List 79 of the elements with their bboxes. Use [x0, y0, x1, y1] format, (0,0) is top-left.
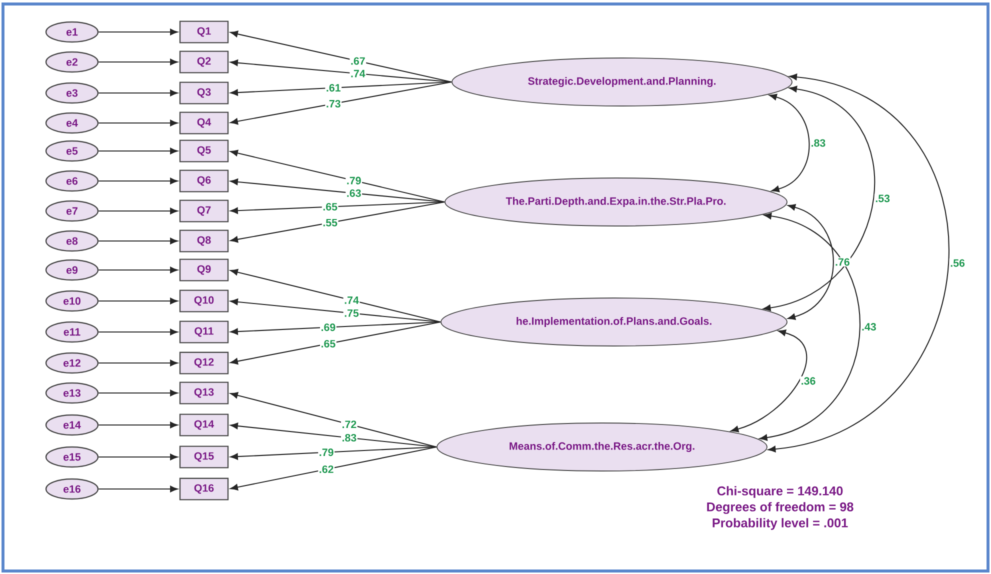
indicator-box: Q12 [179, 352, 229, 374]
arrow [98, 266, 178, 274]
arrow [98, 298, 178, 304]
arrow [230, 60, 452, 83]
arrow [230, 150, 445, 203]
arrow [230, 446, 437, 460]
edge-label: .74 [350, 69, 366, 78]
edge-label: .76 [834, 257, 851, 267]
indicator-box: Q4 [179, 112, 229, 134]
arrow [788, 204, 834, 320]
arrow [230, 201, 445, 243]
arrow [98, 178, 178, 184]
indicator-box: Q16 [179, 478, 229, 500]
edge-label: .62 [318, 464, 335, 474]
arrow [230, 268, 441, 323]
arrow [230, 422, 437, 448]
edge-label: .56 [949, 258, 966, 268]
edge-label: .67 [350, 56, 366, 66]
arrow [230, 321, 441, 365]
edge-label: .75 [343, 308, 360, 318]
fit-statistic: Probability level = .001 [712, 518, 848, 530]
edge-label: .79 [318, 448, 335, 457]
arrow [98, 390, 178, 396]
arrow [98, 454, 178, 460]
edge-label: .36 [800, 376, 816, 386]
arrow [98, 422, 178, 428]
arrow [230, 392, 437, 448]
indicator-box: Q1 [179, 20, 229, 44]
indicator-box: Q9 [179, 258, 229, 282]
arrow [98, 360, 178, 366]
arrow [98, 328, 178, 336]
arrow [230, 321, 441, 335]
arrow [230, 298, 441, 323]
indicator-box: Q13 [179, 382, 229, 404]
arrow [98, 486, 178, 492]
edge-label: .74 [343, 296, 360, 305]
arrow [760, 212, 860, 441]
arrow [230, 446, 437, 490]
indicator-box: Q7 [179, 200, 229, 222]
fit-statistic: Chi-square = 149.140 [717, 486, 843, 498]
edge-label: .65 [320, 339, 336, 348]
indicator-box: Q3 [179, 82, 229, 104]
edge-label: .83 [810, 138, 826, 148]
arrow [98, 120, 178, 126]
arrow [768, 74, 949, 452]
indicator-box: Q11 [179, 320, 229, 344]
arrow [98, 58, 178, 66]
edge-label: .69 [320, 322, 336, 332]
indicator-box: Q15 [179, 446, 229, 468]
edge-label: .61 [325, 83, 342, 92]
edge-label: .79 [346, 176, 362, 186]
arrow [730, 330, 807, 432]
edge-label: .83 [341, 433, 358, 442]
arrow [98, 208, 178, 214]
edge-label: .65 [322, 202, 338, 212]
arrow [230, 201, 445, 214]
arrow [98, 148, 178, 154]
arrow [762, 86, 875, 312]
edge-label: .53 [874, 194, 891, 204]
arrow [98, 238, 178, 244]
arrow [230, 178, 445, 203]
indicator-box: Q2 [179, 50, 229, 74]
indicator-box: Q8 [179, 230, 229, 252]
arrow [230, 81, 452, 125]
indicator-box: Q5 [179, 140, 229, 162]
arrow [98, 28, 178, 36]
edge-label: .55 [322, 218, 338, 228]
edge-label: .43 [860, 322, 878, 332]
fit-statistic: Degrees of freedom = 98 [707, 502, 854, 514]
edge-label: .72 [341, 420, 358, 429]
arrow [98, 90, 178, 96]
indicator-box: Q6 [179, 170, 229, 192]
edge-label: .73 [325, 99, 342, 108]
indicator-box: Q14 [179, 414, 229, 436]
arrow [230, 30, 452, 83]
indicator-box: Q10 [179, 290, 229, 312]
edge-label: .63 [346, 188, 362, 198]
arrow [769, 94, 810, 192]
arrow [230, 81, 452, 96]
